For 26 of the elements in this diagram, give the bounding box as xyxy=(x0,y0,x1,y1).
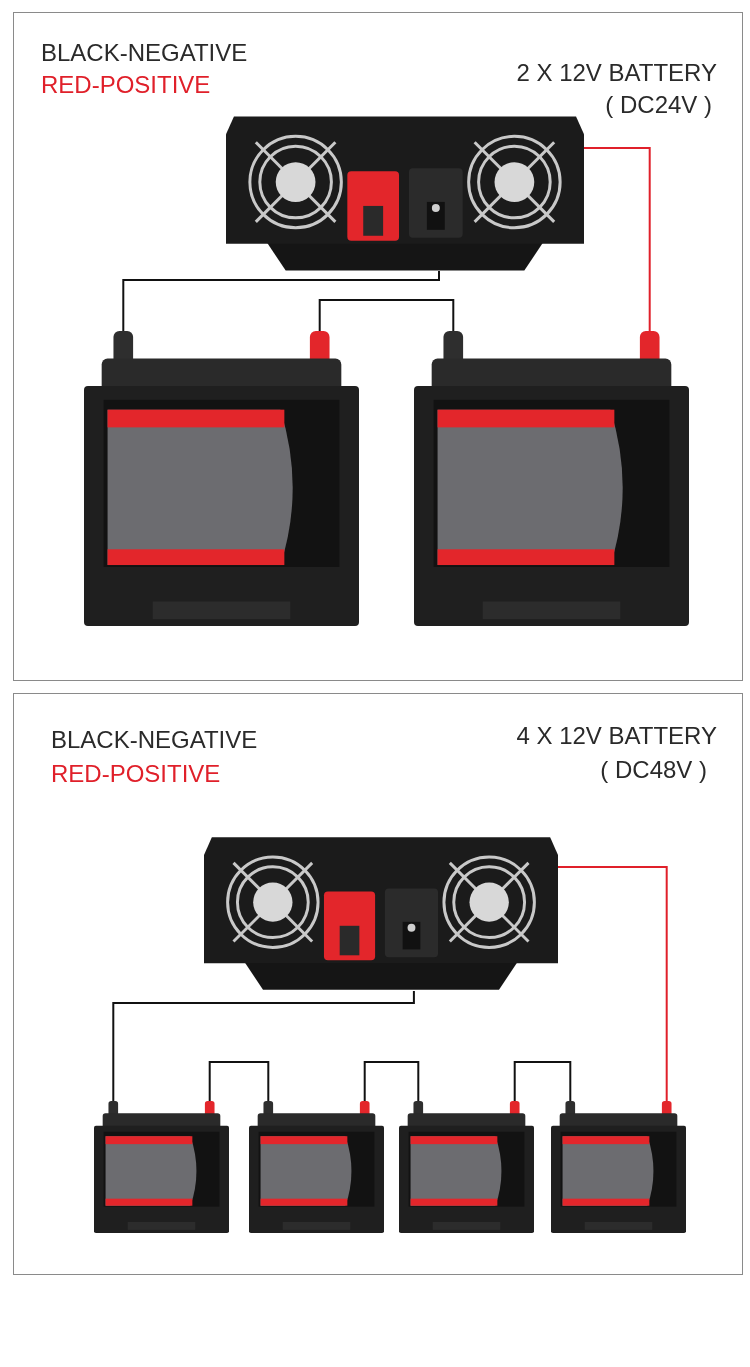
voltage-note: ( DC24V ) xyxy=(605,91,712,119)
battery-drawing xyxy=(399,1101,534,1233)
battery-drawing xyxy=(414,331,689,626)
battery-drawing xyxy=(94,1101,229,1233)
battery-drawing xyxy=(84,331,359,626)
battery-spec-heading: 4 X 12V BATTERY xyxy=(516,722,717,750)
polarity-note: RED-POSITIVE xyxy=(41,71,211,99)
wire xyxy=(513,1061,572,1102)
inverter-drawing xyxy=(204,836,558,991)
battery-drawing xyxy=(551,1101,686,1233)
polarity-note: BLACK-NEGATIVE xyxy=(41,39,248,67)
battery-drawing xyxy=(249,1101,384,1233)
polarity-note: BLACK-NEGATIVE xyxy=(51,726,258,754)
polarity-note: RED-POSITIVE xyxy=(51,760,221,788)
wire xyxy=(318,299,455,332)
wire xyxy=(363,1061,420,1102)
inverter-drawing xyxy=(226,116,584,271)
panel-frame xyxy=(13,693,743,1275)
wire xyxy=(557,866,668,1102)
wire xyxy=(208,1061,270,1102)
wire xyxy=(112,990,415,1102)
battery-spec-heading: 2 X 12V BATTERY xyxy=(516,59,717,87)
wire xyxy=(583,146,651,332)
panel-frame xyxy=(13,12,743,681)
wire xyxy=(122,270,440,332)
voltage-note: ( DC48V ) xyxy=(600,756,707,784)
